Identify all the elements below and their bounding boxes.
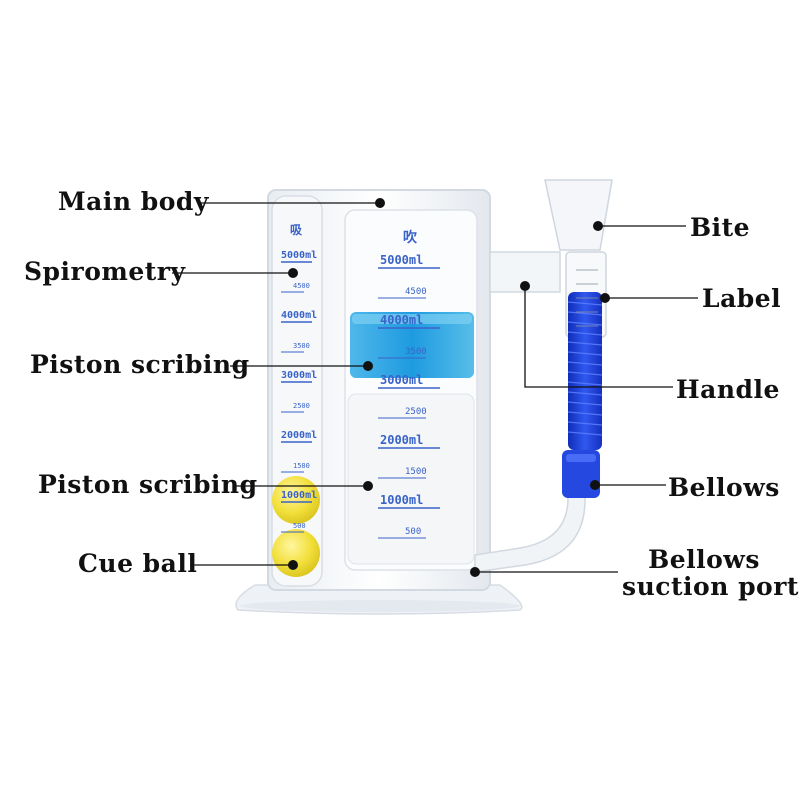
label-main-body: Main body: [58, 187, 209, 216]
leader-dots: [288, 198, 610, 577]
base-shadow: [240, 600, 520, 612]
left-scale-tick-label: 5000ml: [281, 250, 317, 261]
right-scale-tick-label: 1500: [405, 467, 427, 477]
left-scale-tick-label: 1000ml: [281, 490, 317, 501]
label-text-lines: [576, 269, 598, 327]
label-piston-scribing-upper: Piston scribing: [30, 350, 250, 379]
label-bellows-suction-port: Bellows suction port: [622, 545, 799, 601]
left-scale-tick-label: 500: [293, 522, 306, 530]
cue-ball-upper: [272, 476, 320, 524]
left-scale-tick-label: 4000ml: [281, 310, 317, 321]
right-scale-tick-label: 3000ml: [380, 373, 423, 387]
suction-pipe: [474, 454, 586, 573]
label-cue-ball: Cue ball: [78, 549, 198, 578]
left-scale-tick-label: 3500: [293, 342, 310, 350]
bellows-hose: [568, 292, 602, 450]
right-scale-header: 吹: [403, 229, 418, 246]
left-scale-header: 吸: [290, 223, 303, 237]
right-scale-tick-label: 1000ml: [380, 493, 423, 507]
right-scale-tick-label: 2000ml: [380, 433, 423, 447]
label-label: Label: [702, 284, 782, 313]
left-scale-tick-label: 4500: [293, 282, 310, 290]
cue-ball-lower: [272, 529, 320, 577]
label-bite: Bite: [690, 213, 751, 242]
label-handle: Handle: [676, 375, 780, 404]
left-scale-tick-label: 3000ml: [281, 370, 317, 381]
leader-lines: [172, 202, 698, 573]
right-scale-tick-label: 4000ml: [380, 313, 423, 327]
label-bellows-suction-port-line1: Bellows: [648, 545, 760, 574]
handle-tube: [489, 251, 561, 293]
label-bellows: Bellows: [668, 473, 780, 502]
left-scale-tick-label: 2500: [293, 402, 310, 410]
label-bellows-suction-port-line2: suction port: [622, 572, 799, 601]
right-scale: 吹 5000ml 4500 4000ml 3500 3000ml 2500 2000ml 150…: [378, 229, 440, 539]
blue-piston-highlight: [352, 314, 472, 324]
left-scale-tick-label: 1500: [293, 462, 310, 470]
label-piston-scribing-lower: Piston scribing: [38, 470, 258, 499]
right-scale-tick-label: 5000ml: [380, 253, 423, 267]
label-spirometry: Spirometry: [24, 257, 186, 286]
right-scale-tick-label: 4500: [405, 287, 427, 297]
right-scale-tick-label: 500: [405, 527, 421, 537]
left-scale-tick-label: 2000ml: [281, 430, 317, 441]
bellows-ridges: [567, 301, 603, 436]
right-scale-tick-label: 2500: [405, 407, 427, 417]
right-scale-tick-label: 3500: [405, 347, 427, 357]
clear-piston: [347, 393, 475, 565]
left-scale: 吸 5000ml 4500 4000ml 3500 3000ml 2500 2000ml 150…: [281, 223, 317, 533]
bite-mouthpiece: [544, 179, 613, 251]
